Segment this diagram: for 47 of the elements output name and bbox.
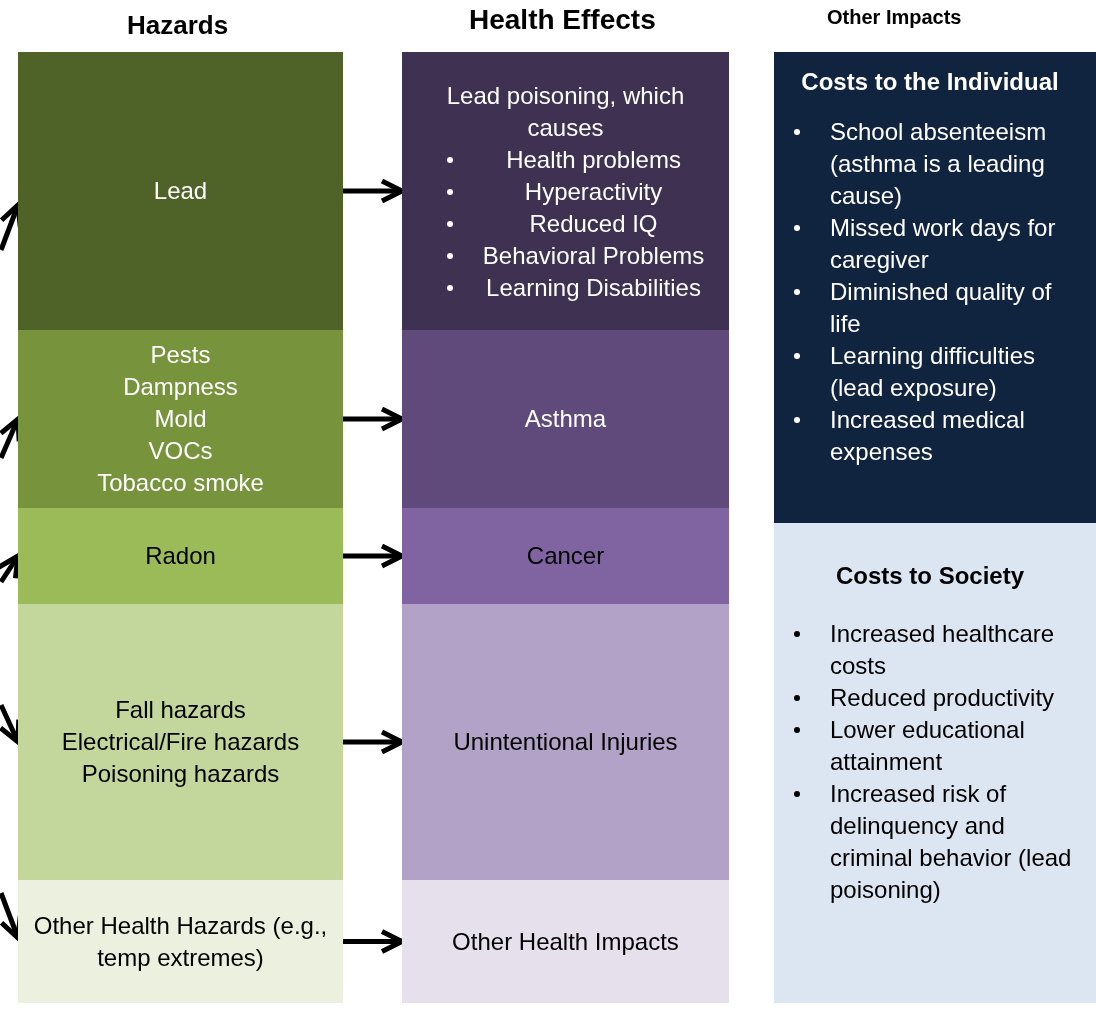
band-label: Mold bbox=[154, 404, 207, 434]
band-label: Lead poisoning, which causes bbox=[445, 81, 686, 143]
column-heading: Other Impacts bbox=[827, 6, 962, 29]
band-label: Unintentional Injuries bbox=[453, 727, 678, 757]
bullet-item: Increased healthcare costs bbox=[830, 618, 1086, 682]
band-label: Asthma bbox=[524, 404, 607, 434]
band-label: VOCs bbox=[148, 436, 213, 466]
band-label: Lead bbox=[153, 176, 208, 206]
band-label: Poisoning hazards bbox=[81, 759, 280, 789]
column-heading: Hazards bbox=[127, 10, 229, 41]
bullet-item: School absenteeism (asthma is a leading cause) bbox=[830, 116, 1086, 212]
band-label: Fall hazards bbox=[115, 695, 246, 725]
effect-band bbox=[402, 52, 729, 330]
hazard-band bbox=[18, 330, 343, 508]
effect-band bbox=[402, 604, 729, 880]
effect-band bbox=[402, 880, 729, 1003]
hazard-band bbox=[18, 52, 343, 330]
band-label: Dampness bbox=[123, 372, 238, 402]
hazard-band bbox=[18, 508, 343, 604]
band-label: Other Health Hazards (e.g., temp extremes) bbox=[32, 910, 329, 973]
hazard-band bbox=[18, 880, 343, 1003]
bullet-item: Reduced productivity bbox=[830, 682, 1086, 714]
band-label: Cancer bbox=[526, 541, 605, 571]
bullet-item: Learning difficulties (lead exposure) bbox=[830, 340, 1086, 404]
bullet-item: Missed work days for caregiver bbox=[830, 212, 1086, 276]
bullet-item: Learning Disabilities bbox=[482, 272, 705, 304]
band-label: Pests bbox=[150, 340, 211, 370]
hazard-band bbox=[18, 604, 343, 880]
effect-band bbox=[402, 330, 729, 508]
bullet-item: Reduced IQ bbox=[482, 208, 705, 240]
column-heading: Health Effects bbox=[469, 4, 656, 36]
panel-heading: Costs to Society bbox=[834, 561, 1025, 591]
bullet-item: Health problems bbox=[482, 144, 705, 176]
bullet-item: Lower educational attainment bbox=[830, 714, 1086, 778]
band-label: Other Health Impacts bbox=[452, 926, 679, 957]
impact-panel bbox=[774, 523, 1096, 1003]
bullet-item: Diminished quality of life bbox=[830, 276, 1086, 340]
impact-panel bbox=[774, 52, 1096, 523]
bullet-item: Hyperactivity bbox=[482, 176, 705, 208]
effect-band bbox=[402, 508, 729, 604]
bullet-item: Behavioral Problems bbox=[482, 240, 705, 272]
bullet-item: Increased risk of delinquency and criminal behavior (lead poisoning) bbox=[830, 778, 1086, 906]
bullet-item: Increased medical expenses bbox=[830, 404, 1086, 468]
band-label: Tobacco smoke bbox=[97, 468, 264, 498]
panel-heading: Costs to the Individual bbox=[800, 67, 1060, 97]
band-label: Electrical/Fire hazards bbox=[61, 727, 300, 757]
band-label: Radon bbox=[145, 541, 216, 571]
